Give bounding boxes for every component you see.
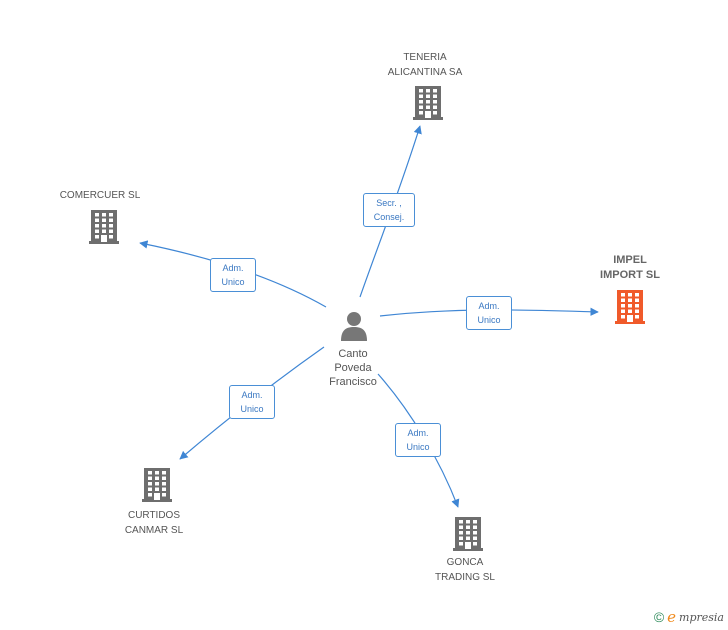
edge-label-comercuer: Adm. Unico xyxy=(210,258,256,292)
company-gonca-label[interactable]: GONCA TRADING SL xyxy=(434,557,495,583)
company-gonca-building-icon[interactable] xyxy=(453,517,483,556)
company-teneria-label[interactable]: TENERIA ALICANTINA SA xyxy=(387,52,463,78)
company-impel-building-icon[interactable] xyxy=(615,290,645,329)
person-icon[interactable] xyxy=(340,311,368,341)
edge-label-impel: Adm. Unico xyxy=(466,296,512,330)
company-curtidos-building-icon[interactable] xyxy=(142,468,172,507)
brand-logo-text: mpresia xyxy=(679,610,724,624)
company-comercuer-building-icon[interactable] xyxy=(89,210,119,249)
company-curtidos-label[interactable]: CURTIDOS CANMAR SL xyxy=(124,510,184,536)
center-person-label[interactable]: Canto Poveda Francisco xyxy=(329,348,377,388)
copyright-icon: © xyxy=(653,609,665,625)
brand-logo-e: e xyxy=(667,608,677,626)
edge-label-teneria: Secr. , Consej. xyxy=(363,193,415,227)
company-impel-label[interactable]: IMPEL IMPORT SL xyxy=(600,254,660,281)
company-teneria-building-icon[interactable] xyxy=(413,86,443,125)
edge-label-gonca: Adm. Unico xyxy=(395,423,441,457)
edge-label-curtidos: Adm. Unico xyxy=(229,385,275,419)
company-comercuer-label[interactable]: COMERCUER SL xyxy=(59,190,141,201)
